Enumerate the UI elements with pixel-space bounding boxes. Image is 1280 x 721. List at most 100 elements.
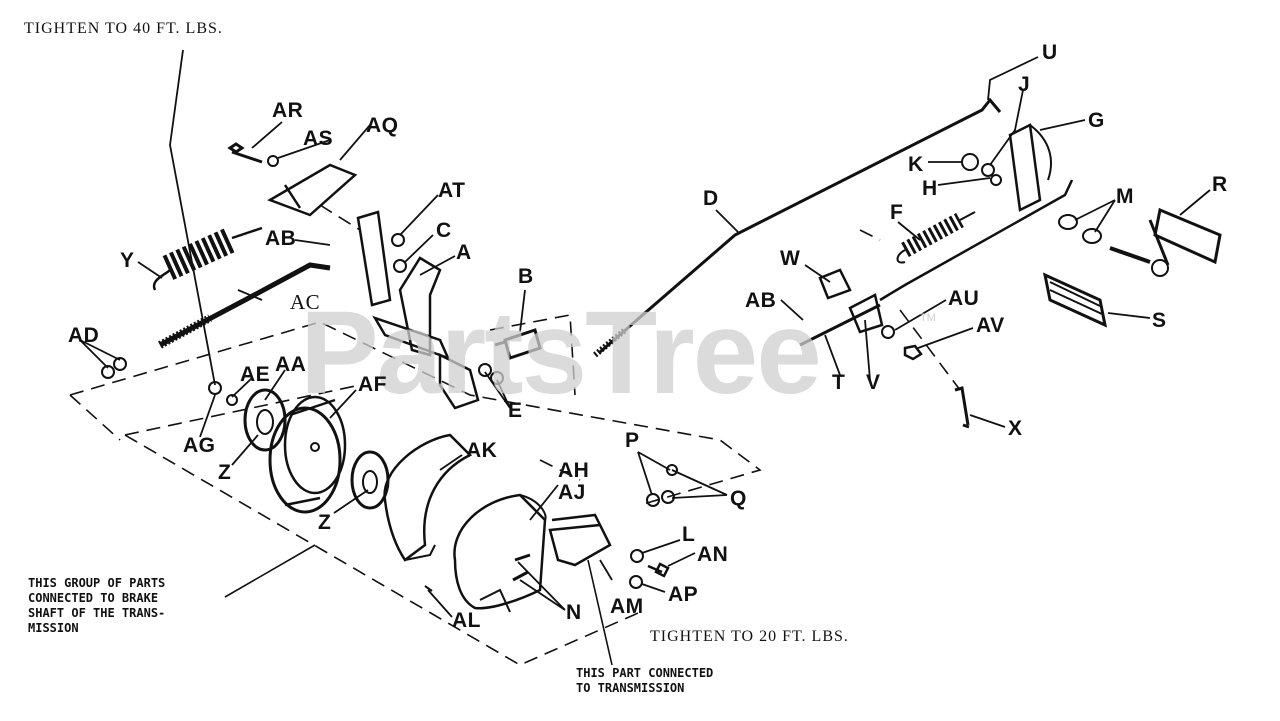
- group-note-line-4: MISSION: [28, 621, 79, 635]
- washer-as: [267, 155, 279, 167]
- group-outline: [69, 204, 961, 666]
- group-note: THIS GROUP OF PARTS CONNECTED TO BRAKE S…: [28, 576, 165, 636]
- nut-q-2: [666, 464, 678, 476]
- pin-x: [954, 386, 970, 429]
- nut-av: [903, 344, 923, 361]
- bracket-g: [1008, 123, 1042, 212]
- nut-e-2: [490, 371, 504, 385]
- callout-z-1: Z: [218, 461, 232, 484]
- callout-ac: AC: [290, 290, 321, 314]
- callout-x: X: [1008, 417, 1023, 440]
- callout-al: AL: [452, 609, 481, 632]
- brake-lever-a: [356, 210, 480, 410]
- callout-ab-left: AB: [265, 227, 297, 250]
- callout-y: Y: [120, 249, 135, 272]
- transmission-note-line-2: TO TRANSMISSION: [576, 681, 685, 695]
- callout-aq: AQ: [366, 114, 399, 137]
- nut-p: [646, 493, 660, 507]
- transmission-note-line-1: THIS PART CONNECTED: [576, 666, 714, 680]
- washer-ag: [226, 394, 238, 406]
- hub-aa: [243, 388, 287, 452]
- callout-b: B: [518, 265, 534, 288]
- callout-ae: AE: [240, 363, 271, 386]
- housing-ah: [453, 493, 547, 613]
- callout-c: C: [436, 219, 452, 242]
- transmission-note: THIS PART CONNECTED TO TRANSMISSION: [576, 666, 713, 696]
- pad-s: [1042, 272, 1108, 328]
- rod-d: [599, 97, 1002, 354]
- washer-au: [881, 325, 895, 339]
- spring-f: [901, 212, 964, 258]
- callout-f: F: [890, 201, 904, 224]
- callout-p: P: [625, 429, 640, 452]
- callout-ap: AP: [668, 583, 699, 606]
- pedal-r: [1109, 207, 1222, 277]
- callout-u: U: [1042, 41, 1058, 64]
- callout-z-2: Z: [318, 511, 332, 534]
- callout-g: G: [1088, 109, 1105, 132]
- callout-au: AU: [948, 287, 980, 310]
- washer-m-2: [1082, 228, 1102, 244]
- tighten-40-note: TIGHTEN TO 40 FT. LBS.: [24, 20, 223, 37]
- callout-j: J: [1018, 73, 1031, 96]
- nut-e-1: [478, 363, 492, 377]
- callout-an: AN: [697, 543, 729, 566]
- bracket-am: [548, 513, 612, 567]
- hub-z-inner: [362, 470, 378, 494]
- callout-s: S: [1152, 309, 1167, 332]
- watermark: PartsTree: [300, 287, 822, 419]
- callout-aj: AJ: [558, 481, 586, 504]
- callout-ag: AG: [183, 434, 216, 457]
- callout-ak: AK: [466, 439, 498, 462]
- part-b: [494, 328, 542, 360]
- nut-h: [990, 174, 1002, 186]
- callout-ar: AR: [272, 99, 304, 122]
- callout-w: W: [780, 247, 801, 270]
- callout-h: H: [922, 177, 938, 200]
- rod-t: [799, 303, 881, 347]
- callout-k: K: [908, 153, 924, 176]
- callout-a: A: [456, 241, 472, 264]
- callout-ah: AH: [558, 459, 590, 482]
- nut-ad-1: [101, 365, 115, 379]
- spring-y: [152, 226, 263, 291]
- leader-group-note: [224, 544, 316, 598]
- callout-ab-right: AB: [745, 289, 777, 312]
- band-ak: [383, 433, 473, 562]
- washer-k: [961, 153, 979, 171]
- tighten-20-note: TIGHTEN TO 20 FT. LBS.: [650, 628, 849, 645]
- nut-at: [391, 233, 405, 247]
- callout-d: D: [703, 187, 719, 210]
- callout-r: R: [1212, 173, 1228, 196]
- bolts-n: [512, 553, 531, 582]
- drum-af: [268, 395, 347, 514]
- callout-at: AT: [438, 179, 466, 202]
- nut-c: [393, 259, 407, 273]
- callout-aa: AA: [275, 353, 307, 376]
- washer-m-1: [1058, 214, 1078, 230]
- rod-d-threads: [593, 327, 627, 358]
- spring-f-hooks: [896, 211, 976, 264]
- group-note-line-1: THIS GROUP OF PARTS: [28, 576, 166, 590]
- callout-m: M: [1116, 185, 1134, 208]
- washer-l: [630, 549, 644, 563]
- callout-af: AF: [358, 373, 387, 396]
- leader-transmission-note: [587, 559, 613, 666]
- bracket-v: [848, 293, 884, 334]
- sleeve-w: [818, 268, 852, 300]
- callout-e: E: [508, 399, 523, 422]
- hub-aa-inner: [256, 409, 274, 435]
- hub-z: [350, 450, 390, 510]
- rod-ac-threads: [158, 314, 212, 349]
- callout-l: L: [682, 523, 696, 546]
- callout-am: AM: [610, 595, 644, 618]
- nut-ae: [208, 381, 222, 395]
- leader-tighten-40: [169, 49, 216, 386]
- group-note-line-3: SHAFT OF THE TRANS-: [28, 606, 166, 620]
- pin-al: [424, 585, 433, 592]
- pedal-rod: [879, 179, 1074, 302]
- callout-q: Q: [730, 487, 747, 510]
- watermark-tm: TM: [920, 312, 936, 324]
- bracket-aq: [267, 163, 358, 217]
